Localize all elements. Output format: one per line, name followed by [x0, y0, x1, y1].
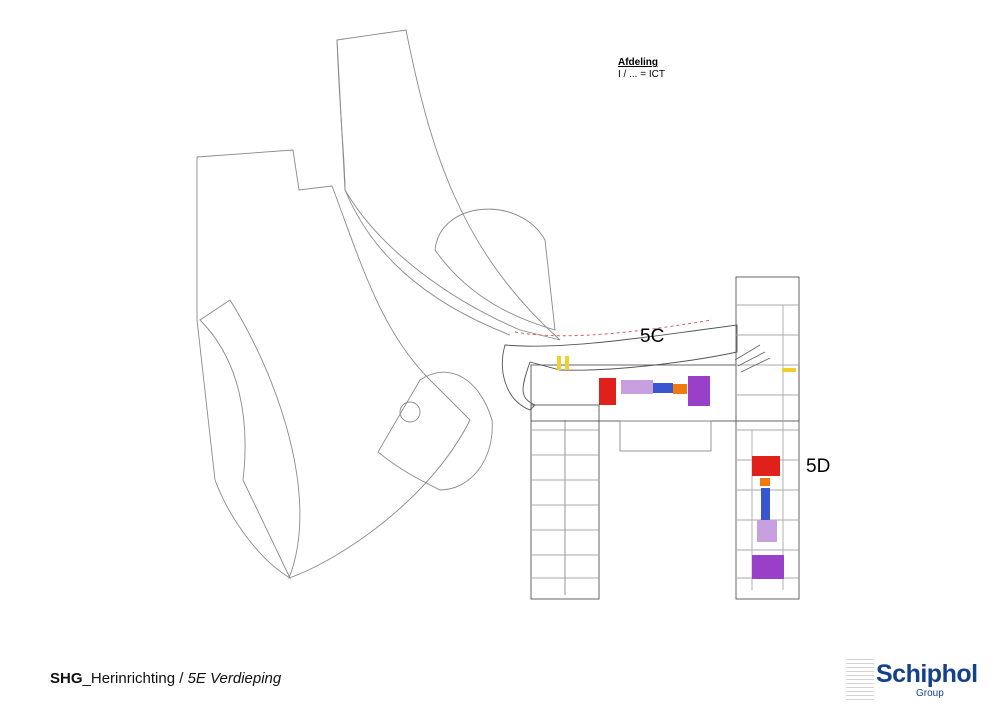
logo-brand: Schiphol [876, 660, 978, 688]
footer-floor: 5E Verdieping [187, 670, 282, 687]
footer-middle: _Herinrichting / [82, 670, 188, 687]
outline-curved-wing [336, 29, 561, 341]
corridor-5c-curve [502, 324, 738, 411]
zone-5c-yellow-c [782, 368, 796, 372]
outline-small-circle [399, 401, 421, 423]
zone-5c-yellow-a [557, 356, 561, 370]
legend-title: Afdeling [618, 57, 658, 68]
zone-5c-blue [653, 383, 673, 393]
corridor-5c-dashed [514, 319, 713, 337]
legend: Afdeling I / ... = ICT [618, 57, 665, 81]
zone-5d-lilac [757, 520, 777, 542]
zone-5c-purple [688, 376, 710, 406]
wing-east-outline [735, 276, 800, 600]
zone-5d-blue [761, 488, 770, 520]
wing-west-outline [530, 404, 600, 600]
zone-5d-purple [752, 555, 784, 579]
footer-prefix: SHG [50, 670, 83, 687]
outline-west-arc [196, 149, 471, 580]
zone-5c-orange [673, 384, 687, 394]
zone-5d-orange [760, 478, 770, 486]
outline-inner-arc [336, 39, 511, 336]
connector-light-court [619, 420, 712, 452]
zone-5c-red [599, 378, 616, 405]
zone-5d-red [752, 456, 780, 476]
logo-group: Group [916, 688, 944, 699]
schiphol-logo: Schiphol Group [846, 656, 978, 702]
zones [557, 356, 796, 579]
logo-stripes [846, 656, 874, 700]
stair-curved [734, 344, 771, 373]
wing-label-5c: 5C [640, 326, 664, 347]
outline-rotunda [434, 208, 556, 331]
legend-line: I / ... = ICT [618, 69, 665, 80]
footer-title: SHG_Herinrichting / 5E Verdieping [50, 670, 281, 687]
outline-south-lobe [377, 371, 493, 491]
zone-5c-lilac [621, 380, 653, 394]
wing-west-rooms [531, 429, 599, 579]
wing-east-rooms [736, 304, 799, 590]
wing-label-5d: 5D [806, 456, 830, 477]
zone-5c-yellow-b [565, 356, 569, 370]
